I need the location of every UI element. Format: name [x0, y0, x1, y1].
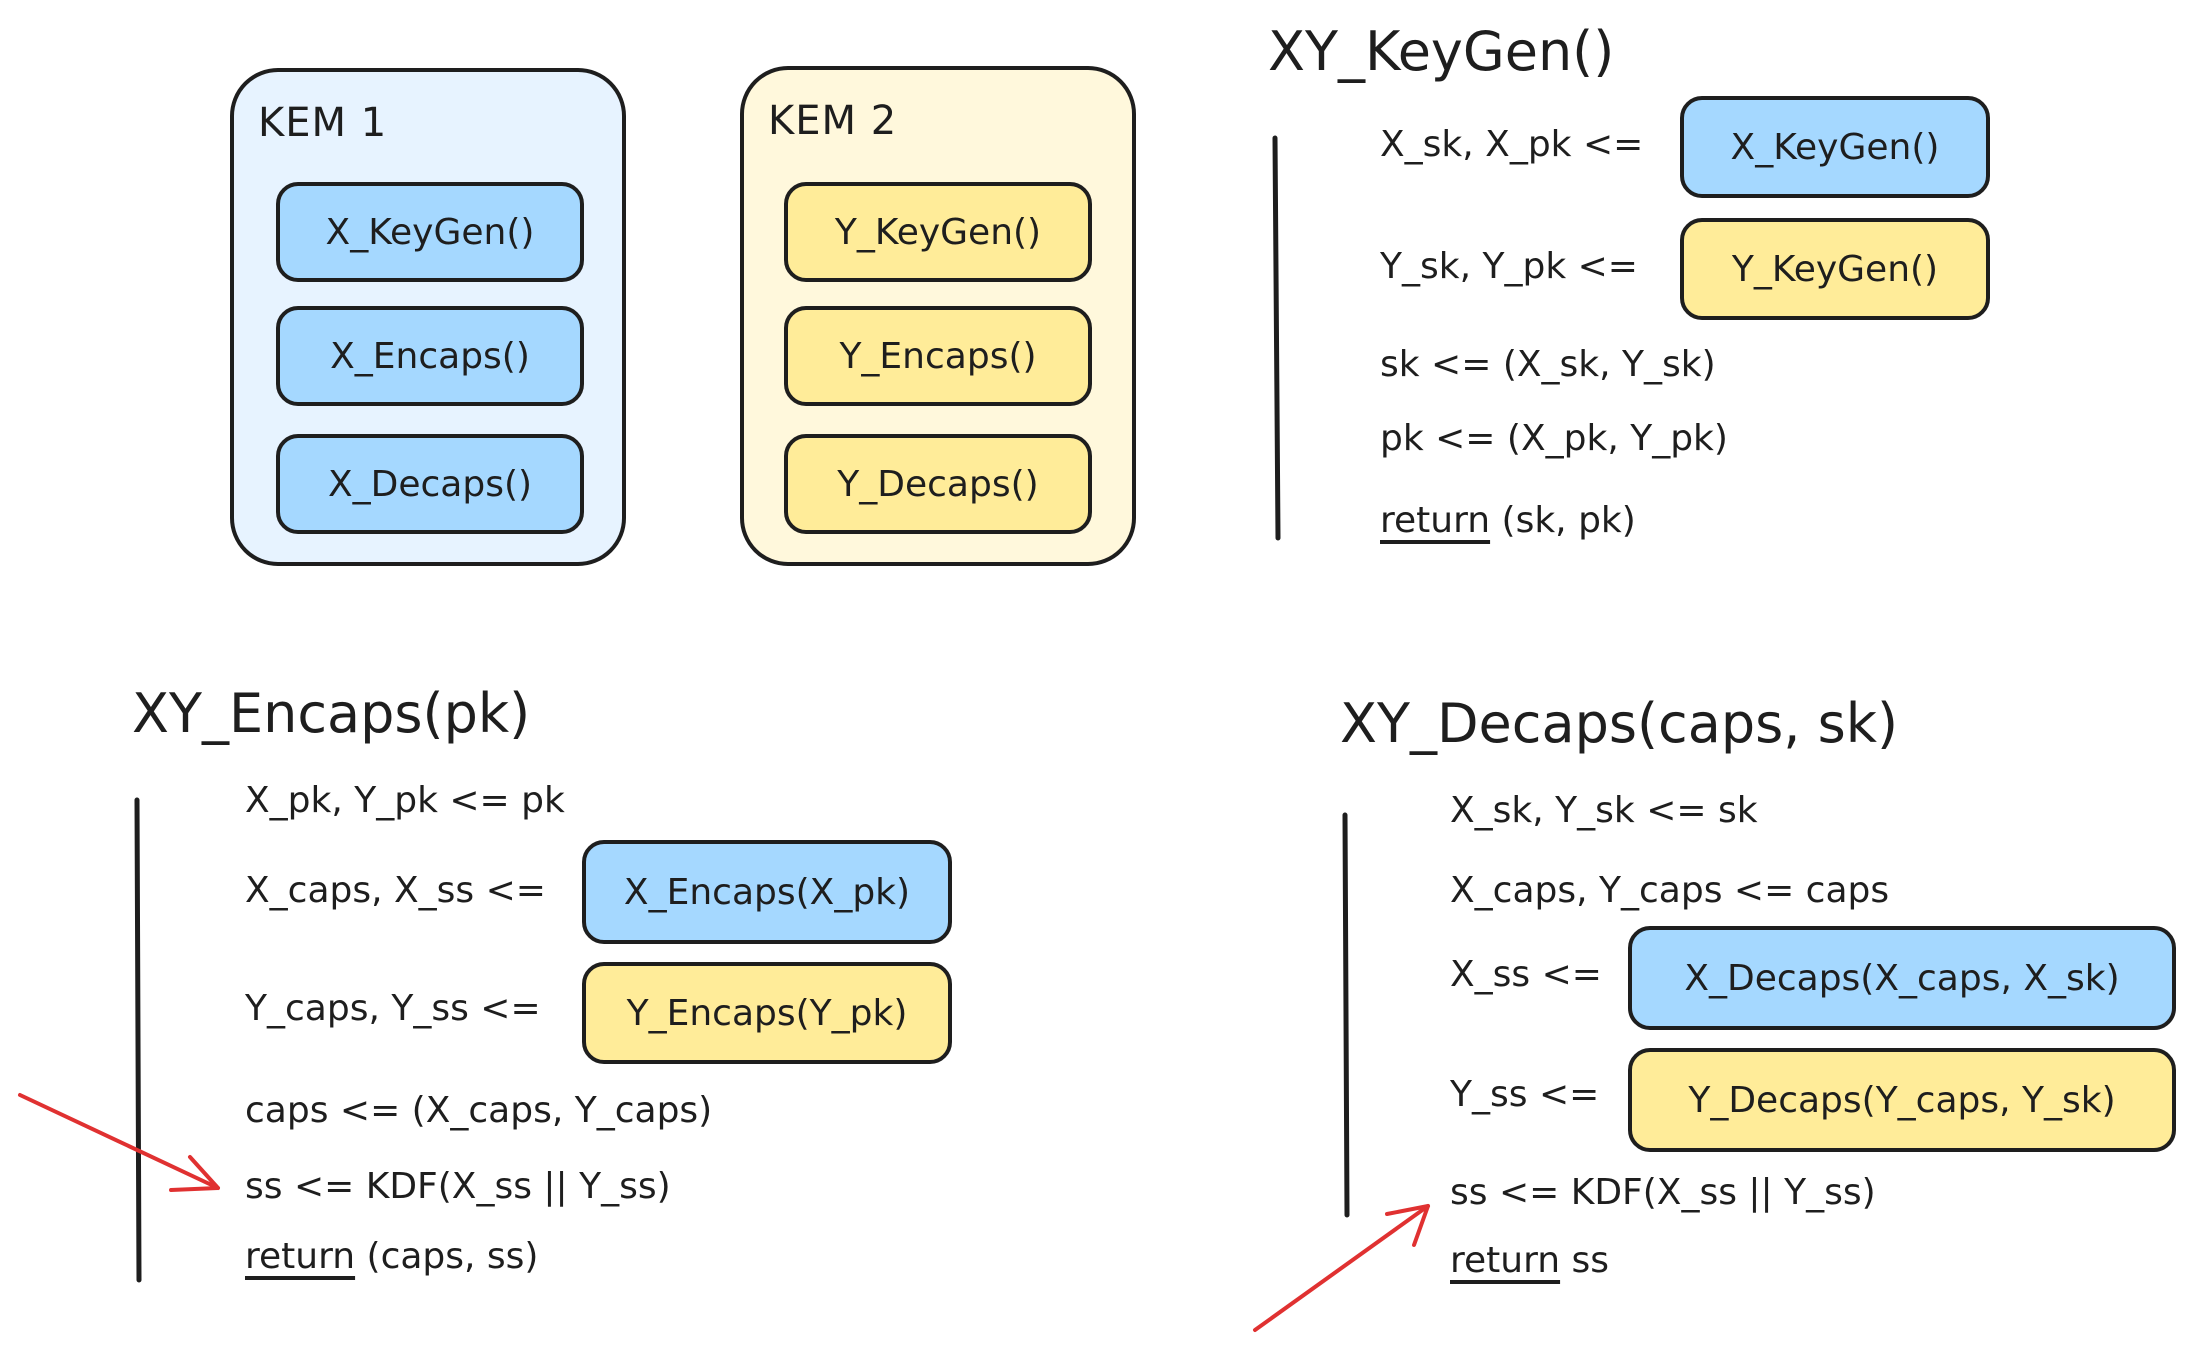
- decaps-line3-lhs: X_ss <=: [1450, 954, 1602, 995]
- kem2-decaps-box: Y_Decaps(): [784, 434, 1092, 534]
- decaps-line1: X_sk, Y_sk <= sk: [1450, 790, 1758, 831]
- encaps-return-keyword: return: [245, 1236, 356, 1277]
- kem1-encaps-box: X_Encaps(): [276, 306, 584, 406]
- decaps-y-decaps-box: Y_Decaps(Y_caps, Y_sk): [1628, 1048, 2176, 1152]
- decaps-return-value: ss: [1571, 1240, 1610, 1281]
- encaps-scope-bar: [134, 797, 142, 1283]
- decaps-return-keyword: return: [1450, 1240, 1561, 1281]
- keygen-line4: pk <= (X_pk, Y_pk): [1380, 418, 1728, 459]
- decaps-scope-bar: [1342, 812, 1350, 1218]
- keygen-line1-lhs: X_sk, X_pk <=: [1380, 124, 1644, 165]
- encaps-y-encaps-box: Y_Encaps(Y_pk): [582, 962, 952, 1064]
- encaps-title: XY_Encaps(pk): [132, 682, 531, 745]
- decaps-line5: ss <= KDF(X_ss || Y_ss): [1450, 1172, 1876, 1213]
- decaps-line2: X_caps, Y_caps <= caps: [1450, 870, 1890, 911]
- decaps-x-decaps-box: X_Decaps(X_caps, X_sk): [1628, 926, 2176, 1030]
- kem1-title: KEM 1: [258, 100, 388, 146]
- encaps-line1: X_pk, Y_pk <= pk: [245, 780, 565, 821]
- encaps-red-arrow: [18, 1093, 220, 1192]
- encaps-return-value: (caps, ss): [366, 1236, 539, 1277]
- kem2-keygen-box: Y_KeyGen(): [784, 182, 1092, 282]
- kem1-decaps-box: X_Decaps(): [276, 434, 584, 534]
- kem2-title: KEM 2: [768, 98, 898, 144]
- decaps-red-arrow: [1253, 1204, 1430, 1332]
- decaps-return-line: return ss: [1450, 1240, 1609, 1281]
- encaps-x-encaps-box: X_Encaps(X_pk): [582, 840, 952, 944]
- encaps-line5: ss <= KDF(X_ss || Y_ss): [245, 1166, 671, 1207]
- keygen-title: XY_KeyGen(): [1268, 20, 1615, 83]
- kem1-keygen-box: X_KeyGen(): [276, 182, 584, 282]
- encaps-line2-lhs: X_caps, X_ss <=: [245, 870, 546, 911]
- keygen-scope-bar: [1272, 135, 1281, 541]
- encaps-line4: caps <= (X_caps, Y_caps): [245, 1090, 713, 1131]
- kem2-encaps-box: Y_Encaps(): [784, 306, 1092, 406]
- keygen-line3: sk <= (X_sk, Y_sk): [1380, 344, 1716, 385]
- keygen-return-keyword: return: [1380, 500, 1491, 541]
- keygen-line2-lhs: Y_sk, Y_pk <=: [1380, 246, 1638, 287]
- encaps-return-line: return (caps, ss): [245, 1236, 538, 1277]
- keygen-y-keygen-box: Y_KeyGen(): [1680, 218, 1990, 320]
- keygen-return-line: return (sk, pk): [1380, 500, 1636, 541]
- decaps-line4-lhs: Y_ss <=: [1450, 1074, 1600, 1115]
- decaps-title: XY_Decaps(caps, sk): [1340, 692, 1899, 755]
- keygen-return-value: (sk, pk): [1501, 500, 1636, 541]
- keygen-x-keygen-box: X_KeyGen(): [1680, 96, 1990, 198]
- encaps-line3-lhs: Y_caps, Y_ss <=: [245, 988, 541, 1029]
